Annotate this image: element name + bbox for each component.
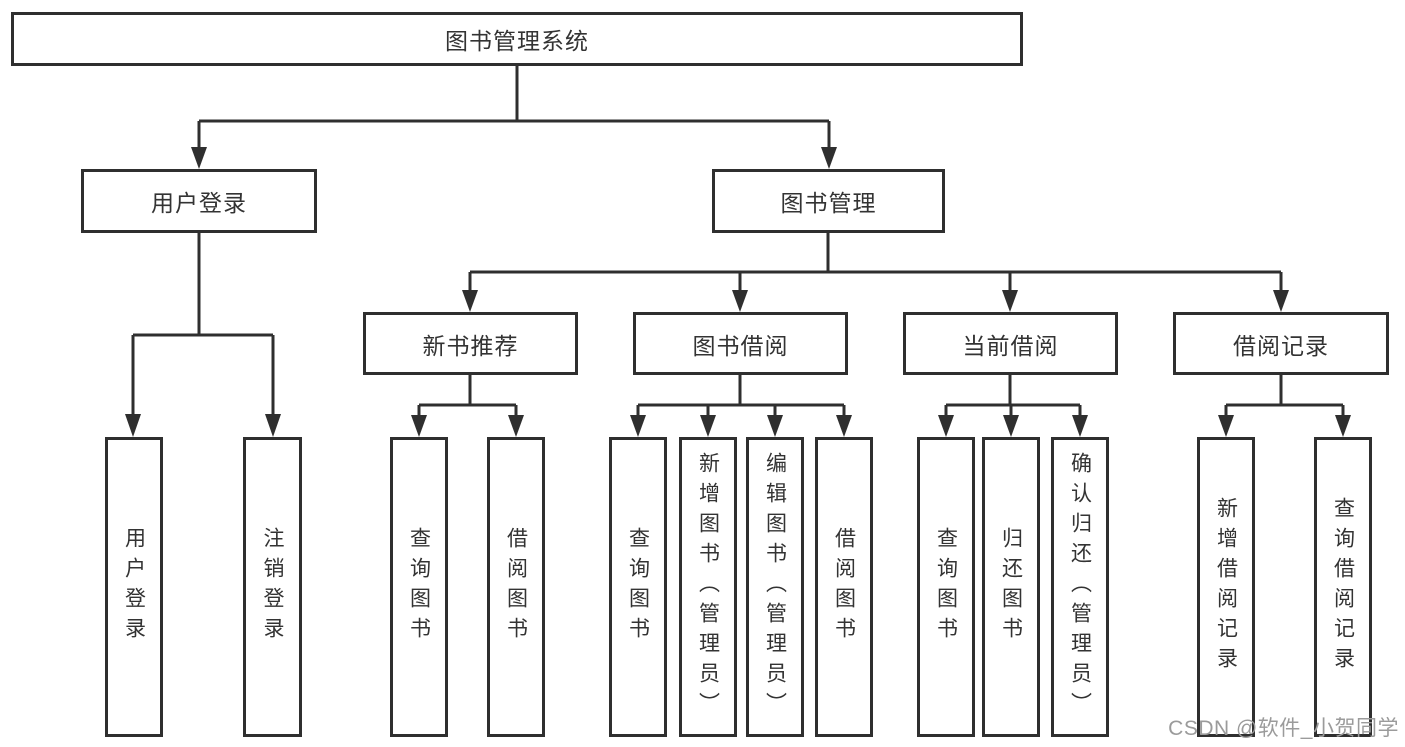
connectors-level-1 (191, 66, 837, 169)
connectors-book-borrowing (630, 375, 852, 437)
arrow-down-icon (1273, 290, 1289, 312)
arrow-down-icon (411, 415, 427, 437)
leaf-label: 借阅图书 (832, 527, 856, 647)
node-book-management: 图书管理 (712, 169, 945, 233)
arrow-down-icon (630, 415, 646, 437)
leaf-nbr-borrow-books: 借阅图书 (487, 437, 545, 737)
node-current-borrowing: 当前借阅 (903, 312, 1118, 375)
connectors-borrowing-records (1218, 375, 1351, 437)
arrow-down-icon (732, 290, 748, 312)
arrow-down-icon (462, 290, 478, 312)
leaf-label: 确认归还（管理员） (1068, 452, 1092, 722)
arrow-down-icon (1003, 415, 1019, 437)
arrow-down-icon (125, 414, 141, 437)
arrow-down-icon (508, 415, 524, 437)
leaf-cb-return-books: 归还图书 (982, 437, 1040, 737)
leaf-bb-edit-books-admin: 编辑图书（管理员） (746, 437, 804, 737)
leaf-bb-query-books: 查询图书 (609, 437, 667, 737)
csdn-watermark: CSDN @软件_小贺同学 (1168, 717, 1399, 740)
leaf-label: 查询图书 (407, 527, 431, 647)
arrow-down-icon (767, 415, 783, 437)
arrow-down-icon (1218, 415, 1234, 437)
leaf-label: 新增借阅记录 (1214, 497, 1238, 677)
arrow-down-icon (821, 147, 837, 169)
leaf-label: 编辑图书（管理员） (763, 452, 787, 722)
connectors-new-book-recommendation (411, 375, 524, 437)
arrow-down-icon (700, 415, 716, 437)
leaf-bb-add-books-admin: 新增图书（管理员） (679, 437, 737, 737)
leaf-nbr-query-books: 查询图书 (390, 437, 448, 737)
arrow-down-icon (265, 414, 281, 437)
connectors-book-management (462, 233, 1289, 312)
leaf-cb-confirm-return-admin: 确认归还（管理员） (1051, 437, 1109, 737)
arrow-down-icon (836, 415, 852, 437)
node-borrowing-records: 借阅记录 (1173, 312, 1389, 375)
leaf-label: 归还图书 (999, 527, 1023, 647)
leaf-label: 注销登录 (261, 527, 284, 647)
connectors-current-borrowing (938, 375, 1088, 437)
arrow-down-icon (1072, 415, 1088, 437)
leaf-bb-borrow-books: 借阅图书 (815, 437, 873, 737)
leaf-label: 新增图书（管理员） (696, 452, 720, 722)
arrow-down-icon (938, 415, 954, 437)
leaf-cb-query-books: 查询图书 (917, 437, 975, 737)
node-library-system: 图书管理系统 (11, 12, 1023, 66)
node-book-borrowing: 图书借阅 (633, 312, 848, 375)
leaf-br-query-record: 查询借阅记录 (1314, 437, 1372, 737)
arrow-down-icon (1335, 415, 1351, 437)
arrow-down-icon (1002, 290, 1018, 312)
arrow-down-icon (191, 147, 207, 169)
leaf-br-add-record: 新增借阅记录 (1197, 437, 1255, 737)
node-user-login: 用户登录 (81, 169, 317, 233)
leaf-label: 查询图书 (626, 527, 650, 647)
leaf-label: 用户登录 (122, 527, 146, 647)
leaf-label: 查询借阅记录 (1331, 497, 1355, 677)
leaf-logout: 注销登录 (243, 437, 302, 737)
leaf-label: 借阅图书 (504, 527, 528, 647)
leaf-label: 查询图书 (934, 527, 958, 647)
leaf-user-login: 用户登录 (105, 437, 163, 737)
connectors-user-login (125, 233, 281, 437)
node-new-book-recommendation: 新书推荐 (363, 312, 578, 375)
